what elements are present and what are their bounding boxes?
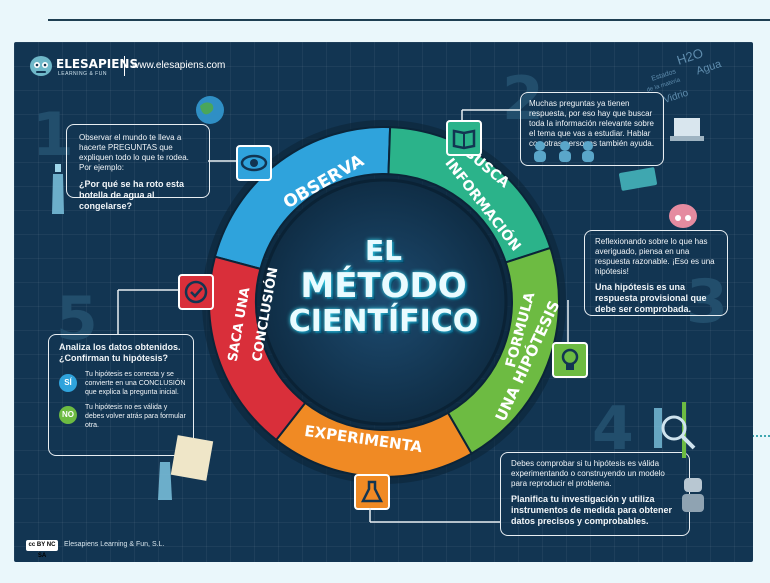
- step-3-highlight: Una hipótesis es una respuesta provision…: [595, 282, 707, 314]
- encyclopedia-icon: [618, 164, 660, 192]
- step-4-box: Debes comprobar si tu hipótesis es válid…: [500, 452, 690, 536]
- people-icon: [530, 138, 600, 162]
- step-number-5: 5: [56, 284, 98, 354]
- step-number-3: 3: [686, 267, 728, 337]
- step-4-text: Debes comprobar si tu hipótesis es válid…: [511, 459, 665, 488]
- yes-text: Tu hipótesis es correcta y se convierte …: [85, 371, 186, 396]
- dotted-connector: [745, 435, 770, 437]
- step-3-box: Reflexionando sobre lo que has averiguad…: [584, 230, 728, 316]
- step-5-heading: Analiza los datos obtenidos. ¿Confirman …: [59, 342, 181, 363]
- flask-icon: [354, 474, 390, 510]
- step-5-box: Analiza los datos obtenidos. ¿Confirman …: [48, 334, 194, 456]
- bottle-icon: [50, 164, 66, 216]
- footer-copyright: Elesapiens Learning & Fun, S.L.: [64, 541, 165, 548]
- magnifier-icon: [648, 402, 714, 462]
- check-icon: [178, 274, 214, 310]
- earth-icon: [192, 94, 228, 126]
- title-line-2: MÉTODO: [300, 266, 467, 306]
- yes-badge: SÍ: [59, 374, 77, 392]
- step-1-text: Observar el mundo te lleva a hacerte PRE…: [79, 133, 189, 172]
- logo-text: ELESAPIENS: [56, 57, 139, 71]
- step-1-box: Observar el mundo te lleva a hacerte PRE…: [66, 124, 210, 211]
- laptop-icon: [668, 114, 708, 148]
- no-badge: NO: [59, 406, 77, 424]
- header-divider: [124, 56, 125, 76]
- top-divider: [48, 19, 770, 21]
- logo-subtitle: LEARNING & FUN: [58, 71, 107, 77]
- eye-icon: [236, 145, 272, 181]
- step-3-text: Reflexionando sobre lo que has averiguad…: [595, 237, 715, 276]
- book-icon: [446, 120, 482, 156]
- step-1-question: ¿Por qué se ha roto esta botella de agua…: [79, 179, 185, 211]
- cycle-ring: [202, 120, 566, 484]
- connector-lines: [117, 109, 569, 523]
- title-line-1: EL: [365, 234, 402, 267]
- brain-icon: [666, 202, 700, 230]
- no-text: Tu hipótesis no es válida y debes volver…: [85, 404, 186, 429]
- infographic-board: ELESAPIENS LEARNING & FUN www.elesapiens…: [14, 42, 753, 562]
- segment-saca-conclusion: [208, 255, 307, 442]
- logo-icon: [28, 54, 54, 78]
- step-4-highlight: Planifica tu investigación y utiliza ins…: [511, 494, 673, 526]
- title-line-3: CIENTÍFICO: [288, 304, 479, 339]
- lightbulb-icon: [552, 342, 588, 378]
- notes-and-bottle-icon: [146, 434, 218, 506]
- robot-icon: [674, 474, 714, 516]
- site-url[interactable]: www.elesapiens.com: [132, 60, 226, 71]
- cc-license-badge: cc BY NC SA: [26, 540, 58, 559]
